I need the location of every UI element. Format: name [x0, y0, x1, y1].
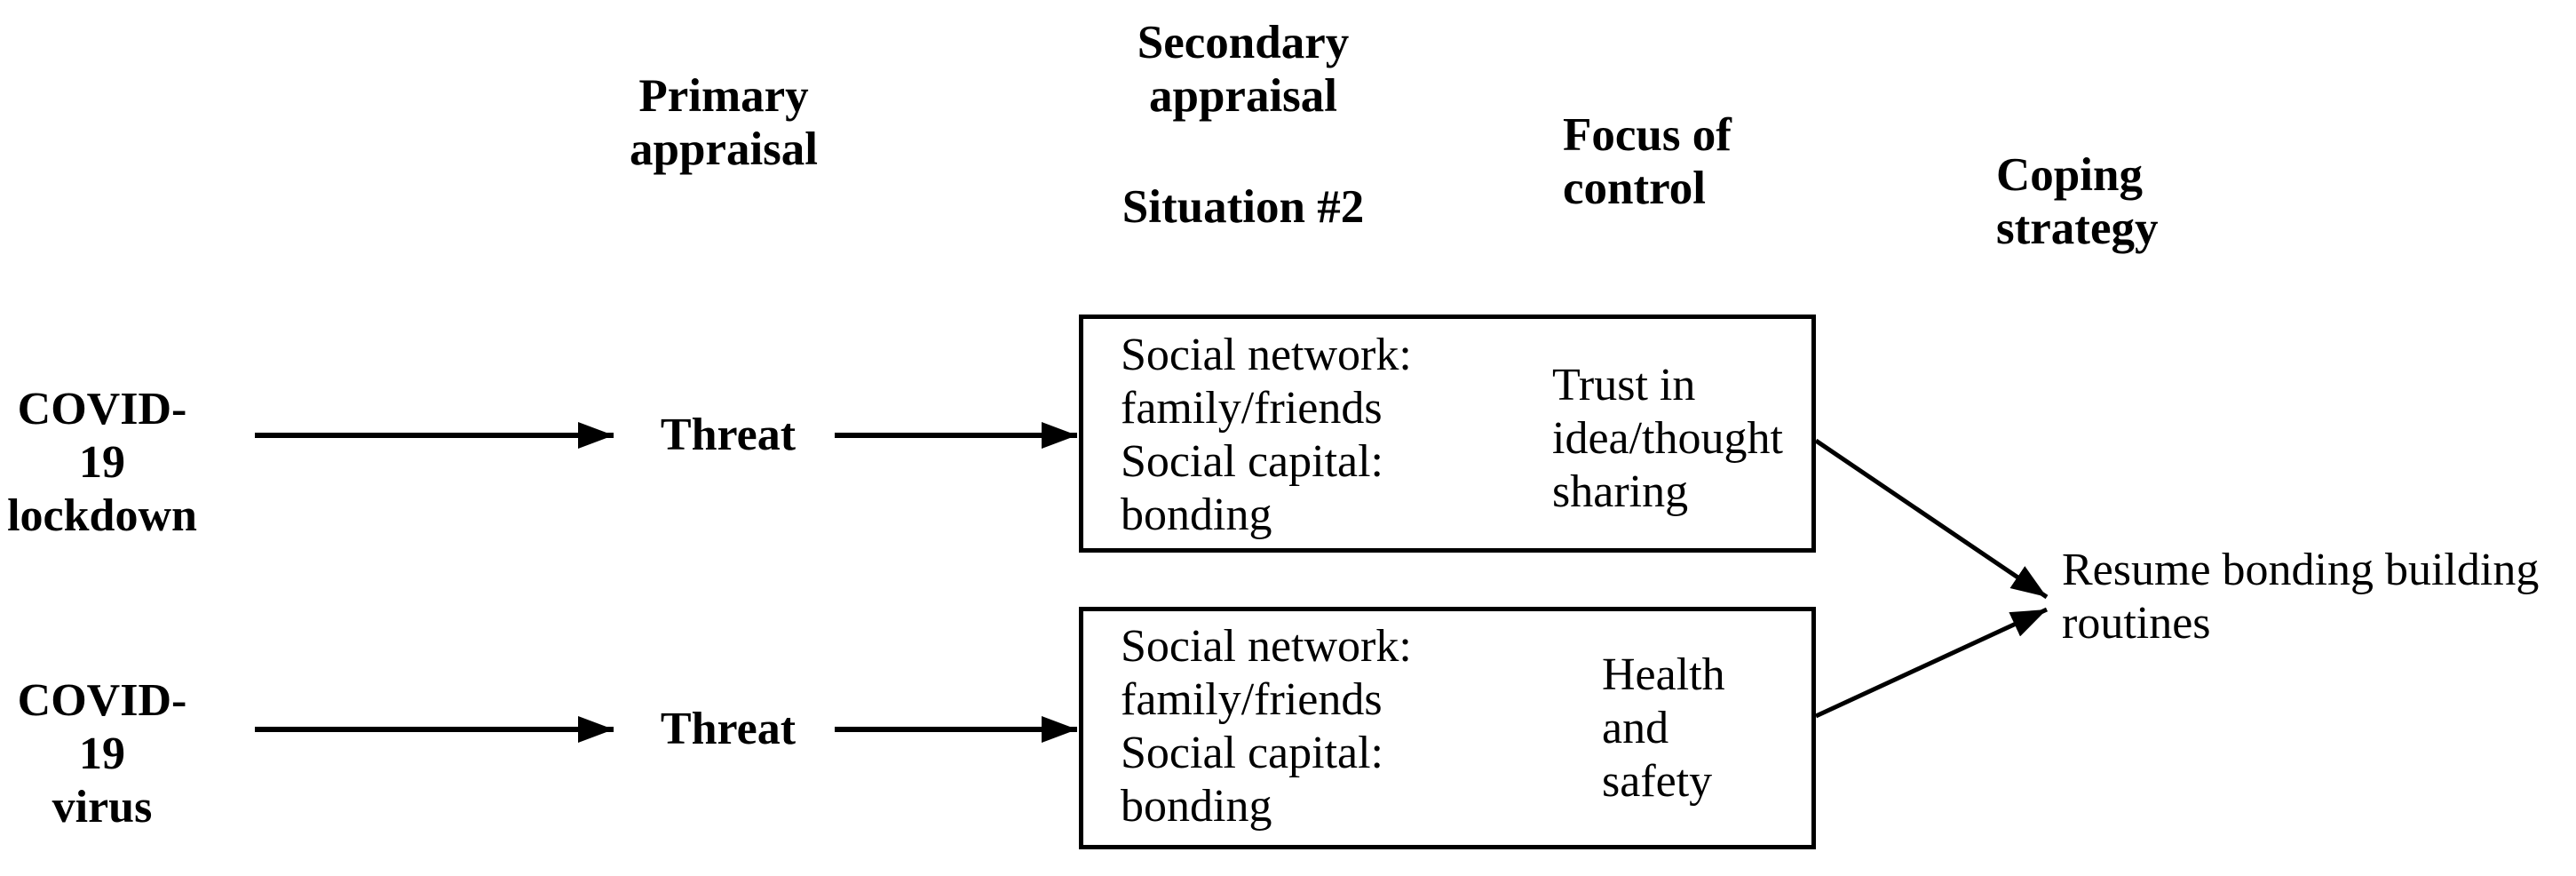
situation-1-focus-of-control: Trust in idea/thought sharing: [1552, 360, 1783, 517]
arrow-situation1-to-coping: [1814, 438, 2049, 600]
column-subheader-situation-2: Situation #2: [1122, 181, 1365, 233]
column-header-primary-appraisal: Primary appraisal: [629, 70, 819, 175]
stressor-covid19-lockdown: COVID-19 lockdown: [7, 384, 197, 541]
column-header-focus-of-control: Focus of control: [1563, 109, 1732, 214]
column-header-secondary-appraisal: Secondary appraisal: [1137, 17, 1350, 122]
primary-appraisal-threat-1: Threat: [660, 410, 797, 460]
situation-box-1: [1079, 315, 1816, 553]
stressor-covid19-virus: COVID-19 virus: [17, 675, 187, 832]
situation-2-focus-of-control: Health and safety: [1602, 649, 1725, 807]
column-header-coping-strategy: Coping strategy: [1996, 149, 2159, 254]
arrow-situation2-to-coping: [1814, 607, 2049, 719]
situation-box-2: [1079, 607, 1816, 849]
situation-1-content: Social network: family/friends Social ca…: [1121, 330, 1412, 540]
primary-appraisal-threat-2: Threat: [660, 704, 797, 754]
situation-2-content: Social network: family/friends Social ca…: [1121, 621, 1412, 832]
coping-strategy-outcome: Resume bonding building routines: [2062, 545, 2540, 649]
